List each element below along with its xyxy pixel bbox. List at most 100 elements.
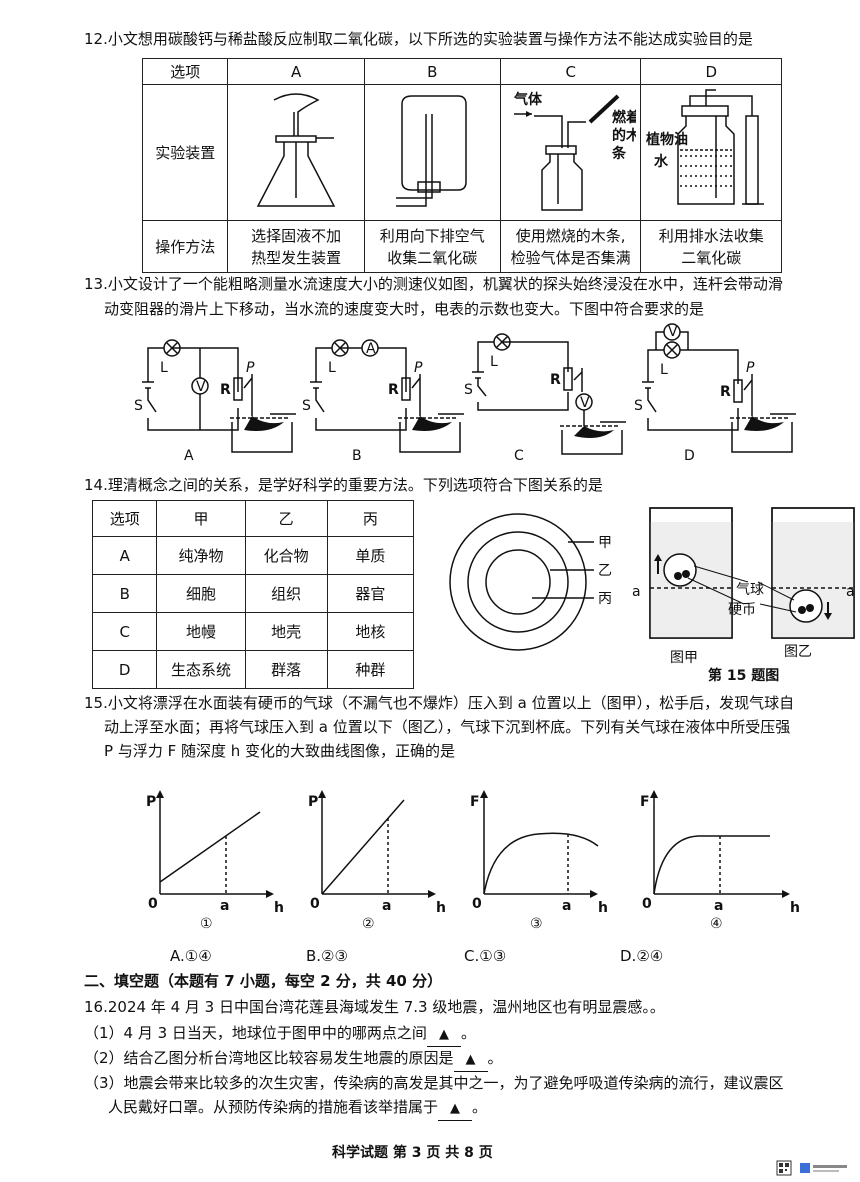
page-footer: 科学试题 第 3 页 共 8 页: [332, 1145, 493, 1161]
graph-1-x-label: h: [274, 900, 284, 916]
q16-part1-blank[interactable]: ▲: [426, 1022, 461, 1047]
q12-gas-label: 气体: [513, 91, 543, 108]
circuit-a: L S R P V A: [134, 339, 296, 462]
circuit-d-switch-label: S: [634, 398, 643, 414]
circuit-b-option: B: [352, 448, 362, 462]
q14-row-a-yi: 化合物: [244, 536, 328, 575]
graph-4: F 0 a h ④: [640, 790, 800, 932]
circuit-d-voltmeter: V: [668, 324, 678, 340]
q12-apparatus-label: 实验装置: [141, 84, 229, 221]
q12-method-c-line2: 检验气体是否集满: [510, 248, 631, 267]
q14-row-b-jia: 细胞: [156, 574, 246, 613]
graph-1-number: ①: [200, 916, 213, 932]
q12-stick-label-2: 的木: [612, 127, 636, 144]
q15-choice-d: D.②④: [620, 947, 664, 965]
section2-title: 二、填空题（本题有 7 小题，每空 2 分，共 40 分）: [84, 972, 443, 990]
q14-header-jia: 甲: [156, 500, 246, 537]
q15-choice-b: B.②③: [306, 947, 348, 965]
q12-method-b: 利用向下排空气收集二氧化碳: [363, 220, 501, 273]
q12-method-d-line2: 二氧化碳: [681, 248, 742, 267]
q12-header-option: 选项: [141, 58, 229, 85]
circuit-a-option: A: [184, 448, 194, 462]
graph-3-number: ③: [530, 916, 543, 932]
q12-fig-b: [363, 84, 501, 221]
q12-method-b-line2: 收集二氧化碳: [387, 248, 478, 267]
q16-part1-end: 。: [460, 1024, 476, 1042]
circuit-b-resistor-label: R: [388, 382, 399, 398]
q12-method-d-line1: 利用排水法收集: [658, 226, 764, 245]
q14-row-b-bing: 器官: [326, 574, 415, 613]
q14-header-option: 选项: [91, 500, 158, 537]
q12-table: 选项 A B C D 实验装置: [141, 58, 782, 273]
q14-header-bing: 丙: [326, 500, 415, 537]
q16-part3-line2: 人民戴好口罩。从预防传染病的措施看该举措属于▲。: [108, 1096, 487, 1121]
q14-row-d-option: D: [91, 650, 158, 689]
gas-bottle-figure: [396, 94, 468, 207]
q13-stem-line1: 13.小文设计了一个能粗略测量水流速度大小的测速仪如图，机翼状的探头始终浸没在水…: [84, 275, 783, 293]
q16-part3-blank[interactable]: ▲: [438, 1096, 473, 1121]
q12-method-d: 利用排水法收集二氧化碳: [640, 220, 782, 273]
q14-row-c-bing: 地核: [326, 612, 415, 651]
q16-part2-blank[interactable]: ▲: [453, 1047, 488, 1072]
q14-row-a-jia: 纯净物: [156, 536, 246, 575]
fig15-title: 第 15 题图: [708, 667, 779, 684]
circuit-d-lamp-label: L: [660, 362, 668, 378]
graph-1-y-label: P: [146, 794, 156, 810]
graph-1: P 0 a h ①: [146, 790, 284, 932]
q15-choice-c: C.①③: [464, 947, 507, 965]
graph-4-x-label: h: [790, 900, 800, 916]
circle-label-yi: 乙: [598, 563, 612, 579]
q12-stick-label-1: 燃着: [612, 109, 636, 126]
q12-fig-a: [227, 84, 365, 221]
fig15-beakers: a a 气球 硬币 图甲 图乙 第 15 题图: [632, 507, 855, 684]
fig15-a-label-left: a: [632, 584, 641, 600]
q12-header-b: B: [363, 58, 501, 85]
graph-4-a-mark: a: [714, 898, 723, 914]
circuit-c-option: C: [514, 448, 524, 462]
q16-part3-text: 人民戴好口罩。从预防传染病的措施看该举措属于: [108, 1098, 439, 1116]
circuit-b-slider-label: P: [414, 360, 423, 376]
q16-part3-line1: （3）地震会带来比较多的次生灾害，传染病的高发是其中之一，为了避免呼吸道传染病的…: [84, 1074, 784, 1092]
q15-graphs: P 0 a h ① P 0 a h ② F 0 a h ③ F 0 a h: [146, 790, 800, 932]
q14-row-b-yi: 组织: [244, 574, 328, 613]
graph-4-y-label: F: [640, 794, 650, 810]
fig15-right-caption: 图乙: [784, 644, 812, 660]
q16-part1-text: （1）4 月 3 日当天，地球位于图甲中的哪两点之间: [84, 1024, 427, 1042]
q16-stem: 16.2024 年 4 月 3 日中国台湾花莲县海域发生 7.3 级地震，温州地…: [84, 998, 665, 1016]
graph-4-origin: 0: [642, 896, 652, 912]
q14-row-d-bing: 种群: [326, 650, 415, 689]
circuit-d: V L S R P D: [634, 323, 796, 462]
graph-3-y-label: F: [470, 794, 480, 810]
scanner-logo-icon: [800, 1163, 847, 1173]
q15-choice-a: A.①④: [170, 947, 212, 965]
q12-method-label: 操作方法: [141, 220, 229, 273]
circuit-d-resistor-label: R: [720, 384, 731, 400]
circuit-c-voltmeter: V: [580, 395, 590, 411]
graph-3-x-label: h: [598, 900, 608, 916]
q12-method-c: 使用燃烧的木条,检验气体是否集满: [499, 220, 642, 273]
graph-2-number: ②: [362, 916, 375, 932]
graph-3-a-mark: a: [562, 898, 571, 914]
circle-label-bing: 丙: [598, 591, 612, 607]
circuit-c: L S R V C: [464, 333, 626, 462]
q12-stick-label-3: 条: [611, 145, 627, 162]
circuit-b-lamp-label: L: [328, 360, 336, 376]
circuit-c-lamp-label: L: [490, 354, 498, 370]
q14-header-yi: 乙: [244, 500, 328, 537]
q16-part1-triangle: ▲: [438, 1027, 449, 1042]
circuit-a-voltmeter: V: [196, 379, 206, 395]
graph-2-y-label: P: [308, 794, 318, 810]
q12-method-a-line2: 热型发生装置: [251, 248, 342, 267]
q15-stem-line3: P 与浮力 F 随深度 h 变化的大致曲线图像，正确的是: [104, 742, 456, 760]
graph-1-a-mark: a: [220, 898, 229, 914]
circle-label-jia: 甲: [598, 535, 612, 551]
flask-apparatus-figure: [256, 92, 336, 207]
graph-2-a-mark: a: [382, 898, 391, 914]
q14-row-a-option: A: [91, 536, 158, 575]
q12-header-a: A: [227, 58, 365, 85]
water-collection-figure: 植物油 水: [645, 88, 765, 205]
concentric-circles-figure: 甲 乙 丙: [449, 513, 612, 651]
gas-collection-check-figure: 气体 燃着 的木 条: [513, 91, 641, 211]
q15-stem-line2: 动上浮至水面；再将气球压入到 a 位置以下（图乙），气球下沉到杯底。下列有关气球…: [104, 718, 791, 736]
q12-header-d: D: [640, 58, 782, 85]
